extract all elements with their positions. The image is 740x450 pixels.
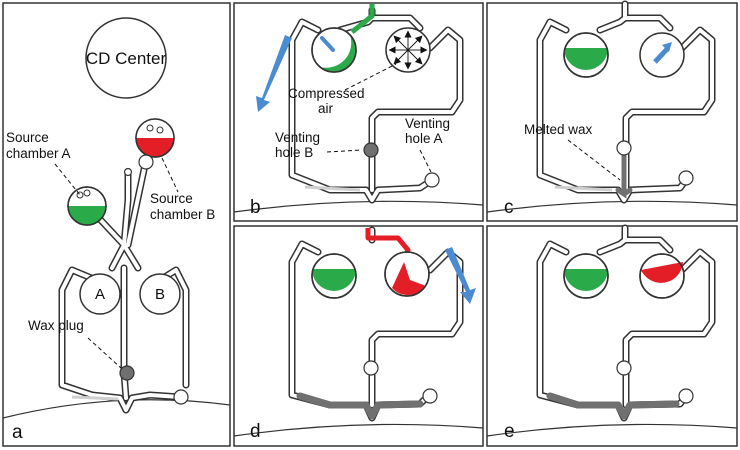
venting-b-label-line1: Venting	[275, 130, 320, 145]
cd-center-circle	[85, 17, 167, 99]
source-b-label-line1: Source	[150, 191, 193, 206]
vent-bulb	[616, 360, 632, 376]
chamber-b-d	[384, 251, 430, 297]
junction-bulb	[138, 154, 154, 170]
channel-network-e	[536, 224, 716, 422]
source-b-label-line2: chamber B	[150, 207, 215, 222]
vent-hole-a-bulb	[422, 388, 438, 404]
compressed-air-label-line1: Compressed	[288, 86, 365, 101]
wax-plug	[363, 142, 379, 158]
chamber-a-label: A	[95, 286, 105, 303]
panel-a-frame	[2, 2, 231, 447]
panel-d: d	[233, 225, 484, 447]
venting-a-leader	[419, 149, 432, 173]
vent-hole-a-bulb	[173, 389, 189, 405]
disc-edge-arc	[233, 423, 484, 437]
flow-arrow-c	[653, 46, 670, 64]
compressed-air-chamber	[385, 27, 431, 73]
vent-bulb	[363, 360, 379, 376]
panel-a-label: a	[12, 422, 23, 443]
melted-wax-leader	[567, 139, 621, 181]
disc-edge-arc	[486, 200, 738, 213]
chamber-b-label: B	[155, 286, 165, 303]
panel-e-label: e	[504, 421, 515, 442]
venting-b-leader	[326, 149, 363, 153]
panel-d-label: d	[250, 421, 261, 442]
panel-e: e	[486, 224, 738, 447]
chamber-a-d	[311, 253, 357, 299]
channel-network-d	[288, 226, 464, 422]
green-flow-channel	[350, 4, 375, 34]
flow-arrowhead-c	[662, 42, 672, 52]
vent-hole-a-bulb	[678, 170, 694, 186]
melted-wax-label: Melted wax	[524, 122, 593, 137]
panel-e-frame	[486, 225, 738, 447]
panel-b-frame	[233, 2, 484, 222]
wax-plug-label: Wax plug	[28, 318, 84, 333]
compressed-air-leader	[344, 63, 397, 91]
vent-tip	[123, 167, 133, 177]
disc-edge-arc	[486, 423, 738, 437]
source-a-label-line2: chamber A	[6, 146, 71, 161]
flow-tick	[320, 36, 335, 52]
wax-plug	[119, 365, 135, 381]
chamber-a	[79, 273, 121, 315]
venting-b-label-line2: hole B	[275, 145, 313, 160]
source-a-label-line1: Source	[6, 130, 49, 145]
panel-d-frame	[233, 225, 484, 447]
rotation-arrow	[256, 35, 292, 112]
source-b-leader	[161, 157, 179, 193]
panel-a: CD Center A B	[2, 2, 231, 447]
rotation-arrow-d	[445, 247, 476, 304]
wax-plug-leader	[87, 337, 122, 369]
cd-center-label: CD Center	[86, 49, 167, 68]
venting-a-label-line1: Venting	[405, 116, 450, 131]
panel-b: Compressed air Venting hole B Venting ho…	[233, 2, 484, 222]
compressed-air-label-line2: air	[318, 101, 334, 116]
source-chamber-a	[67, 186, 107, 226]
disc-edge-arc	[233, 200, 484, 213]
chamber-a-c	[563, 32, 609, 78]
venting-a-label-line2: hole A	[405, 131, 443, 146]
chamber-a-e	[563, 253, 609, 299]
disc-edge-arc	[2, 399, 231, 419]
vent-hole-a-bulb	[424, 172, 440, 188]
panel-c: Melted wax c	[486, 0, 738, 222]
chamber-b	[139, 273, 181, 315]
vent-hole-a-bulb	[678, 388, 694, 404]
vent-bulb	[616, 140, 632, 156]
chamber-b-e	[639, 253, 685, 299]
channel-network-c	[536, 0, 716, 204]
source-chamber-b	[135, 118, 175, 158]
panel-c-frame	[486, 2, 738, 222]
panel-b-label: b	[250, 197, 261, 218]
panel-c-label: c	[504, 197, 514, 218]
